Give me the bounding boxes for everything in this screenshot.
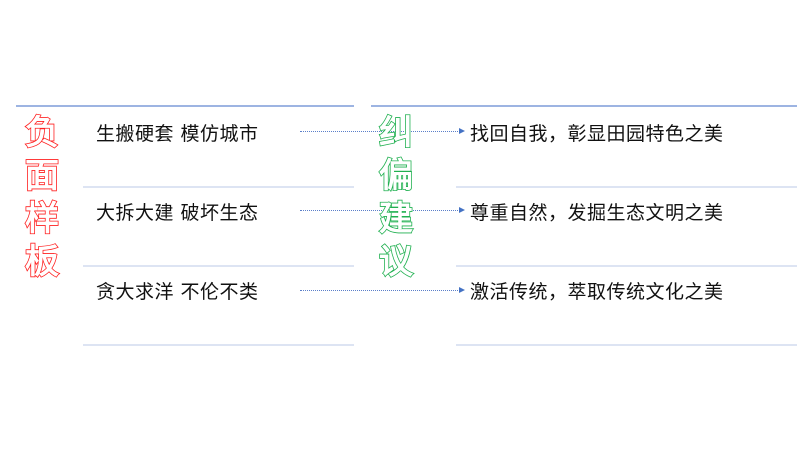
negative-item: 贪大求洋 不伦不类 bbox=[96, 281, 259, 303]
right-divider bbox=[456, 186, 797, 188]
connector-line bbox=[300, 210, 460, 211]
arrow-right-icon bbox=[459, 287, 465, 293]
title-char: 偏 bbox=[378, 155, 414, 197]
title-char: 纠 bbox=[378, 112, 414, 154]
negative-item: 生搬硬套 模仿城市 bbox=[96, 123, 259, 145]
title-char: 建 bbox=[378, 198, 414, 240]
connector-line bbox=[300, 290, 460, 291]
title-char: 负 bbox=[24, 112, 60, 154]
connector-line bbox=[300, 131, 460, 132]
correction-suggestions-title: 纠 偏 建 议 bbox=[378, 112, 414, 284]
left-divider bbox=[83, 265, 354, 267]
suggestion-item: 尊重自然，发掘生态文明之美 bbox=[470, 202, 724, 224]
right-header-line bbox=[371, 105, 797, 107]
title-char: 样 bbox=[24, 198, 60, 240]
right-divider bbox=[456, 344, 797, 346]
title-char: 板 bbox=[24, 241, 60, 283]
left-header-line bbox=[16, 105, 354, 107]
suggestion-item: 激活传统，萃取传统文化之美 bbox=[470, 281, 724, 303]
right-divider bbox=[456, 265, 797, 267]
arrow-right-icon bbox=[459, 128, 465, 134]
title-char: 面 bbox=[24, 155, 60, 197]
arrow-right-icon bbox=[459, 207, 465, 213]
left-divider bbox=[83, 186, 354, 188]
title-char: 议 bbox=[378, 241, 414, 283]
negative-item: 大拆大建 破坏生态 bbox=[96, 202, 259, 224]
left-divider bbox=[83, 344, 354, 346]
suggestion-item: 找回自我，彰显田园特色之美 bbox=[470, 123, 724, 145]
negative-examples-title: 负 面 样 板 bbox=[24, 112, 60, 284]
